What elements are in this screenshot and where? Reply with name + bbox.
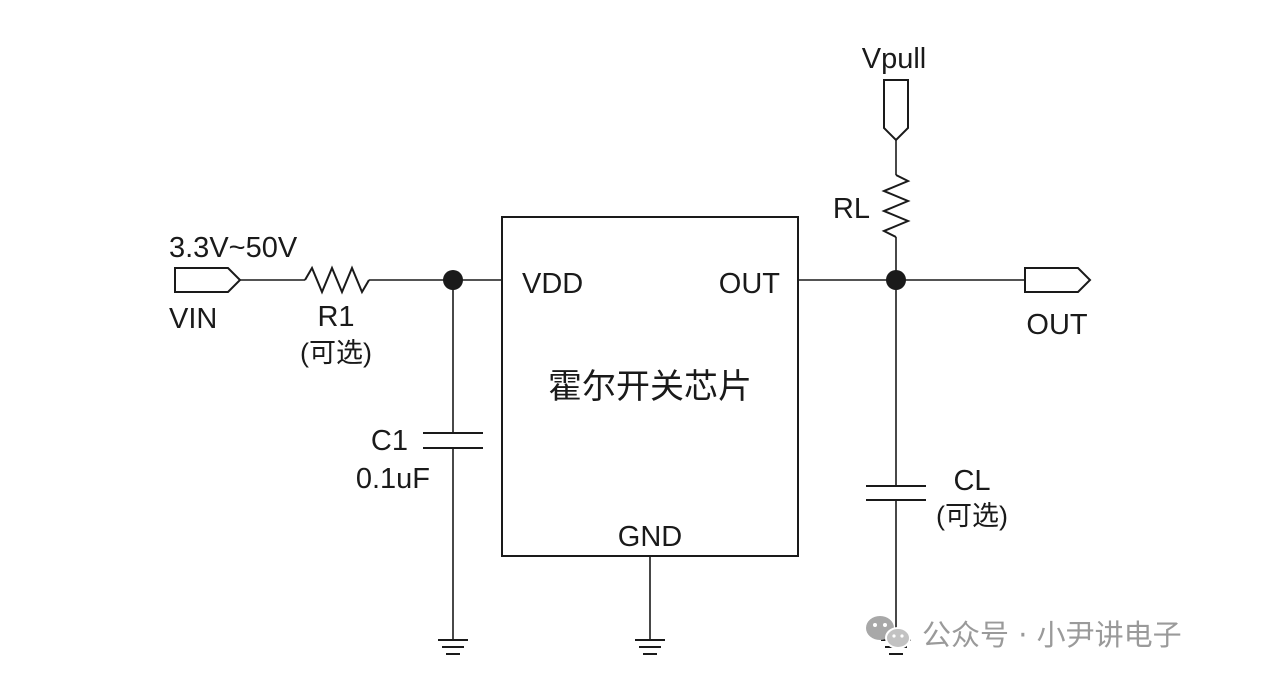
rl-label: RL (833, 193, 870, 225)
r1-note: (可选) (300, 338, 372, 368)
input-voltage-label: 3.3V~50V (169, 232, 298, 264)
vin-port-symbol (174, 267, 242, 293)
chip-ground-symbol (635, 639, 665, 655)
c1-value: 0.1uF (356, 463, 430, 495)
pin-out-label: OUT (719, 268, 781, 300)
out-port-symbol (1024, 267, 1092, 293)
pin-vdd-label: VDD (522, 268, 583, 300)
rl-resistor (881, 174, 911, 238)
c1-ground-symbol (438, 639, 468, 655)
r1-label: R1 (317, 301, 354, 333)
chip-title: 霍尔开关芯片 (548, 368, 752, 406)
cl-label: CL (953, 465, 990, 497)
vin-label: VIN (169, 303, 217, 335)
r1-resistor (304, 265, 370, 295)
cl-note: (可选) (936, 501, 1008, 531)
vpull-label: Vpull (862, 43, 927, 75)
wechat-icon (866, 616, 911, 649)
pin-gnd-label: GND (618, 521, 682, 553)
watermark-text: 公众号 · 小尹讲电子 (922, 618, 1182, 652)
out-port-label: OUT (1026, 309, 1088, 341)
c1-label: C1 (371, 425, 408, 457)
hall-switch-chip (501, 216, 799, 557)
vpull-port-symbol (883, 79, 909, 142)
